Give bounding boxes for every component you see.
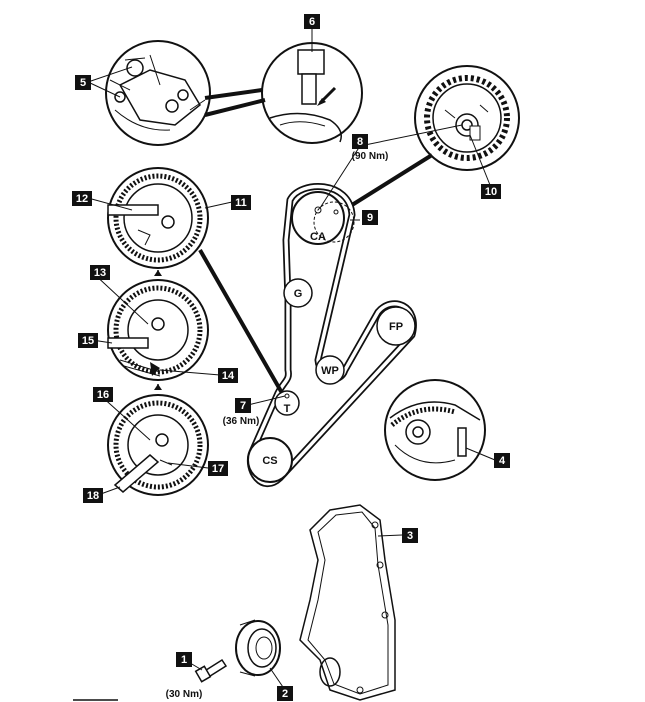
svg-text:9: 9 bbox=[367, 212, 373, 224]
svg-text:6: 6 bbox=[309, 16, 315, 28]
svg-text:1: 1 bbox=[181, 654, 187, 666]
label-8: 8 bbox=[352, 134, 368, 149]
label-10: 10 bbox=[481, 184, 501, 199]
label-5: 5 bbox=[75, 75, 91, 90]
pulley-label-fp: FP bbox=[389, 321, 403, 333]
svg-text:10: 10 bbox=[485, 186, 497, 198]
crankshaft-pulley: CS bbox=[247, 437, 293, 483]
label-13: 13 bbox=[90, 265, 110, 280]
label-4: 4 bbox=[494, 453, 510, 468]
leader-6-detail bbox=[204, 98, 266, 117]
leader-9-detail bbox=[350, 153, 434, 207]
tensioner-pulley: T bbox=[274, 390, 300, 416]
label-1: 1 bbox=[176, 652, 192, 667]
guide-pulley: G bbox=[283, 278, 313, 308]
label-17: 17 bbox=[208, 461, 228, 476]
label-6: 6 bbox=[304, 14, 320, 29]
svg-text:7: 7 bbox=[240, 400, 246, 412]
torque-item-8: (90 Nm) bbox=[352, 151, 389, 162]
camshaft-pulley: CA bbox=[291, 191, 355, 245]
torque-item-1: (30 Nm) bbox=[166, 689, 203, 700]
leader-tensioner-detail bbox=[198, 249, 284, 394]
svg-text:16: 16 bbox=[97, 389, 109, 401]
torque-item-7: (36 Nm) bbox=[223, 416, 260, 427]
detail-circle-locking-pin bbox=[261, 42, 363, 144]
water-pump-pulley: WP bbox=[315, 355, 345, 385]
fuel-pump-pulley: FP bbox=[376, 306, 416, 346]
label-9: 9 bbox=[362, 210, 378, 225]
svg-text:12: 12 bbox=[76, 193, 88, 205]
label-11: 11 bbox=[231, 195, 251, 210]
label-12: 12 bbox=[72, 191, 92, 206]
svg-text:11: 11 bbox=[235, 197, 247, 209]
label-2: 2 bbox=[277, 686, 293, 701]
leader-lines bbox=[87, 26, 496, 691]
svg-text:4: 4 bbox=[499, 455, 506, 467]
svg-text:17: 17 bbox=[212, 463, 224, 475]
detail-circle-tensioner-set bbox=[107, 394, 209, 496]
label-15: 15 bbox=[78, 333, 98, 348]
pulley-label-t: T bbox=[284, 403, 291, 415]
svg-text:3: 3 bbox=[407, 530, 413, 542]
svg-text:5: 5 bbox=[80, 77, 86, 89]
label-14: 14 bbox=[218, 368, 238, 383]
detail-circle-crank-locking bbox=[384, 379, 486, 481]
svg-text:8: 8 bbox=[357, 136, 363, 148]
svg-text:2: 2 bbox=[282, 688, 288, 700]
detail-circle-camshaft-sprocket bbox=[414, 65, 520, 171]
timing-cover bbox=[299, 504, 396, 701]
detail-circle-injection-pump bbox=[105, 40, 211, 146]
detail-circle-camshaft-locking bbox=[107, 167, 209, 269]
label-18: 18 bbox=[83, 488, 103, 503]
svg-text:15: 15 bbox=[82, 335, 94, 347]
label-16: 16 bbox=[93, 387, 113, 402]
pulley-label-g: G bbox=[294, 288, 303, 300]
pulley-label-cs: CS bbox=[262, 455, 277, 467]
leader-5-detail bbox=[204, 88, 263, 100]
crankshaft-bolt bbox=[194, 658, 228, 683]
pulley-label-ca: CA bbox=[310, 231, 326, 243]
timing-belt bbox=[247, 183, 417, 488]
pulley-label-wp: WP bbox=[321, 365, 339, 377]
detail-circle-tensioner-adjust bbox=[107, 279, 209, 381]
label-7: 7 bbox=[235, 398, 251, 413]
svg-text:13: 13 bbox=[94, 267, 106, 279]
crankshaft-damper-pulley bbox=[235, 619, 281, 677]
label-3: 3 bbox=[402, 528, 418, 543]
svg-text:18: 18 bbox=[87, 490, 99, 502]
svg-text:14: 14 bbox=[222, 370, 235, 382]
